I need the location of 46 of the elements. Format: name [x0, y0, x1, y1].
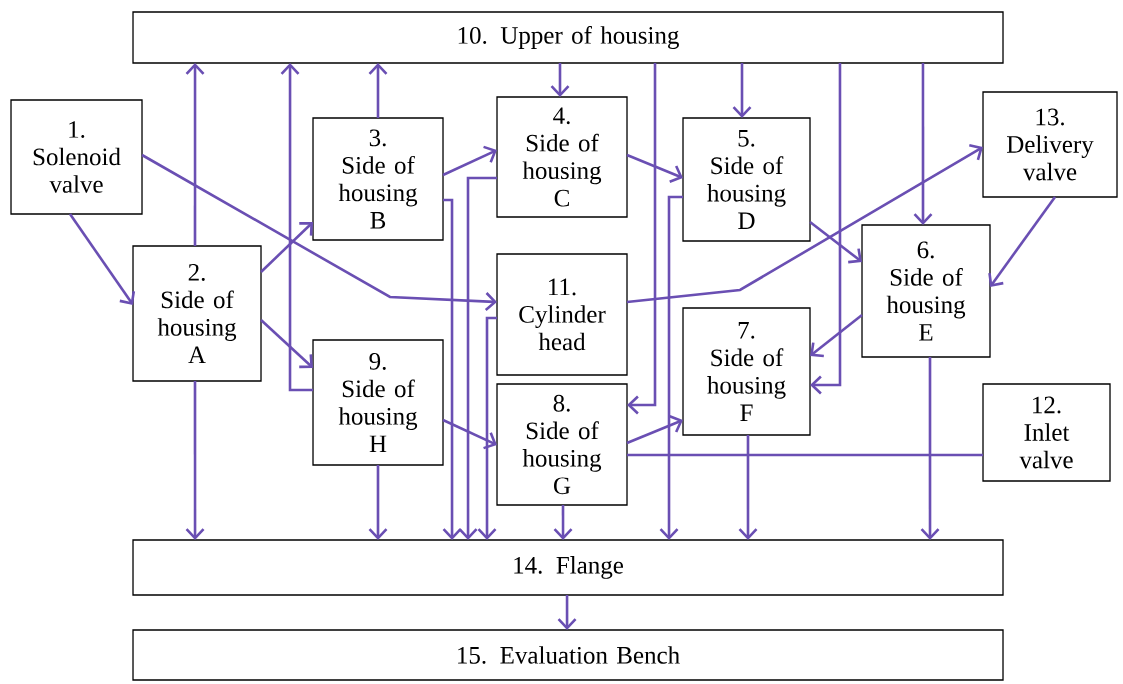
arrow: [626, 143, 983, 304]
arrow: [920, 357, 940, 540]
arrow: [550, 63, 570, 97]
arrow: [442, 418, 497, 450]
component-box: 3. Side of housing B: [312, 117, 444, 241]
component-box: 11. Cylinder head: [496, 253, 628, 376]
arrow: [260, 319, 313, 369]
component-box: 9. Side of housing H: [312, 339, 444, 466]
component-bar: 10. Upper of housing: [132, 11, 1004, 64]
component-box: 4. Side of housing C: [496, 96, 628, 218]
arrow: [185, 63, 205, 246]
connector-line: [627, 453, 983, 457]
component-box: 12. Inlet valve: [982, 383, 1111, 482]
component-box: 13. Delivery valve: [982, 91, 1118, 198]
arrow: [368, 63, 388, 118]
component-bar: 15. Evaluation Bench: [132, 629, 1004, 681]
arrow: [913, 63, 933, 225]
arrow: [809, 220, 862, 264]
component-bar: 14. Flange: [132, 539, 1004, 596]
arrow: [141, 153, 497, 311]
arrow: [185, 381, 205, 540]
component-box: 1. Solenoid valve: [10, 99, 143, 215]
component-box: 6. Side of housing E: [861, 224, 991, 358]
arrow: [442, 145, 497, 177]
arrow: [458, 176, 497, 540]
arrow: [627, 63, 657, 415]
arrow: [553, 505, 573, 540]
component-box: 7. Side of housing F: [682, 307, 811, 436]
arrow: [368, 465, 388, 540]
arrow: [626, 415, 683, 445]
arrow: [442, 198, 462, 540]
component-box: 8. Side of housing G: [496, 383, 628, 506]
arrow: [557, 595, 577, 630]
component-box: 5. Side of housing D: [682, 117, 811, 242]
arrow: [810, 313, 863, 358]
arrow: [810, 63, 842, 395]
arrow: [280, 63, 313, 392]
arrow: [260, 222, 313, 273]
arrow: [738, 435, 758, 540]
arrow: [732, 63, 752, 118]
arrow: [477, 316, 497, 540]
arrow: [988, 196, 1057, 287]
arrow: [659, 195, 683, 540]
arrow: [68, 213, 136, 305]
component-box: 2. Side of housing A: [132, 245, 262, 382]
arrow: [626, 153, 683, 183]
